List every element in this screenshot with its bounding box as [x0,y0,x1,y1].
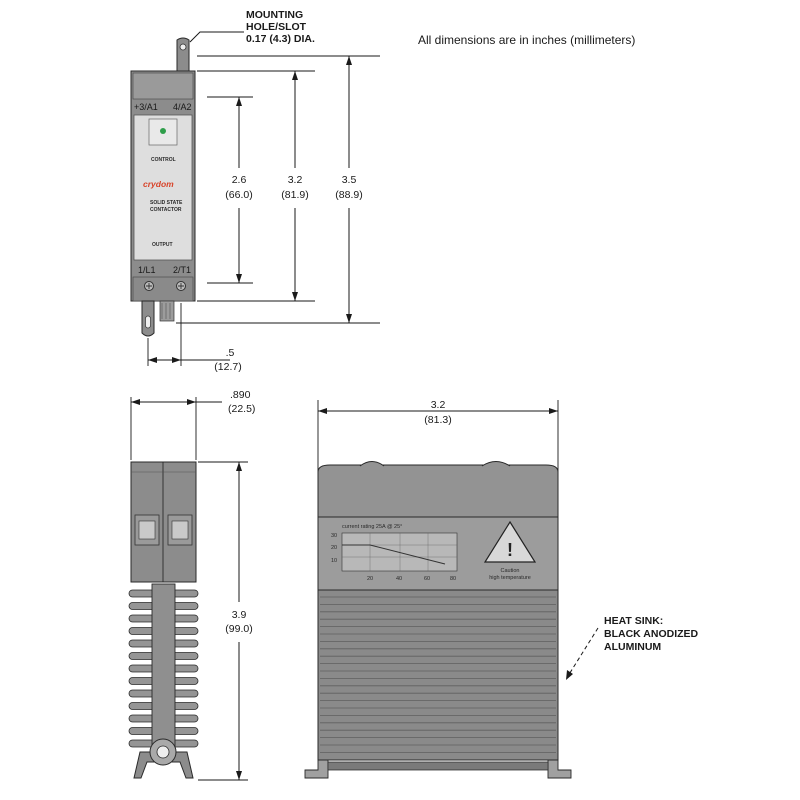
dim-0-5-value: .5 [226,347,235,359]
heatsink-label-2: BLACK ANODIZED [604,628,699,640]
derating-curve [342,544,446,565]
front-view: MOUNTING HOLE/SLOT 0.17 (4.3) DIA. +3/A1… [130,9,380,373]
label-product-1: SOLID STATE [150,200,183,206]
dim-3-2-top-value: 3.2 [431,399,446,411]
label-product-2: CONTACTOR [150,207,182,213]
top-housing [317,464,559,518]
top-terminal-block [132,72,194,100]
mount-foot-right [547,759,572,779]
dim-3-5-value: 3.5 [342,174,357,186]
graph-y-30: 30 [331,533,337,539]
dim-2-6-value: 2.6 [232,174,247,186]
top-view: 3.2 (81.3) current rating 25A @ 25° 30 2… [304,399,699,779]
terminal-t1: 2/T1 [173,265,191,275]
dim-890-value: .890 [230,389,251,401]
graph-x-40: 40 [396,576,402,582]
dim-3-2-top-mm: (81.3) [424,414,451,426]
graph-y-20: 20 [331,545,337,551]
heatsink-label-3: ALUMINUM [604,641,661,653]
units-note: All dimensions are in inches (millimeter… [418,33,635,47]
svg-text:!: ! [507,540,513,560]
warning-triangle-icon [483,520,537,563]
heatsink-label-1: HEAT SINK: [604,615,663,627]
dim-3-5-mm: (88.9) [335,189,362,201]
dim-3-9-mm: (99.0) [225,623,252,635]
top-heatsink-fins [320,596,556,753]
mounting-tab-top [176,37,190,73]
caution-text-1: Caution [501,568,520,574]
graph-x-80: 80 [450,576,456,582]
dim-890-mm: (22.5) [228,403,255,415]
top-heatsink [317,589,559,761]
terminal-l1: 1/L1 [138,265,156,275]
led-indicator-icon [160,128,166,134]
mounting-label-1: MOUNTING [246,9,303,21]
label-control: CONTROL [151,157,176,163]
mounting-slot-icon [145,315,151,329]
side-view: .890 (22.5) 3.9 (99.0) [128,389,255,781]
dim-3-2-mm: (81.9) [281,189,308,201]
heatsink-leader [567,627,599,677]
dim-2-6-mm: (66.0) [225,189,252,201]
mounting-label-2: HOLE/SLOT [246,21,307,33]
mounting-label-3: 0.17 (4.3) DIA. [246,33,315,45]
mount-foot-left [304,759,329,779]
dim-3-9-value: 3.9 [232,609,247,621]
dim-3-2-value: 3.2 [288,174,303,186]
dim-0-5-mm: (12.7) [214,361,241,373]
terminal-a1: +3/A1 [134,102,158,112]
caution-text-2: high temperature [489,575,531,581]
heatsink-core [151,583,176,753]
graph-x-20: 20 [367,576,373,582]
mounting-hole-icon [179,43,187,51]
label-output: OUTPUT [152,242,173,248]
mounting-leader [189,31,244,43]
brand-logo: crydom [143,179,174,189]
terminal-a2: 4/A2 [173,102,192,112]
graph-title: current rating 25A @ 25° [342,524,402,530]
din-clip [133,751,194,779]
graph-x-60: 60 [424,576,430,582]
clip-hole-icon [156,745,170,759]
graph-y-10: 10 [331,558,337,564]
